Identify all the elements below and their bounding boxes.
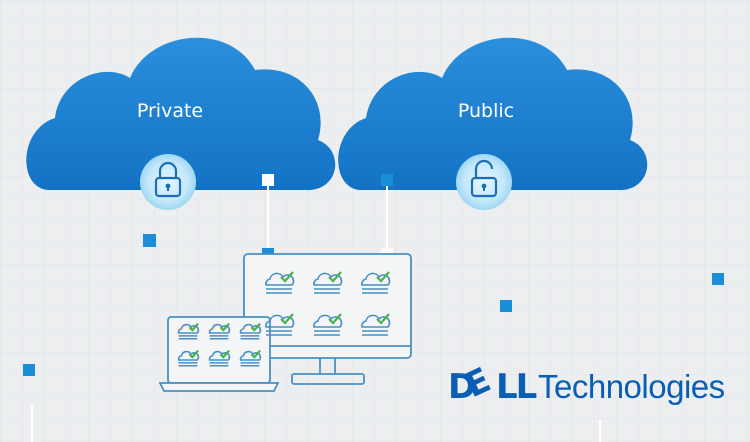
cloud-check-icon [239,349,262,367]
svg-text:Technologies: Technologies [538,368,725,405]
cloud-check-icon [177,349,200,367]
public-cloud-label: Public [457,100,515,122]
connection-lines [31,180,601,442]
dell-technologies-logo-mark: D E LL Technologies [448,364,725,407]
lock-closed-icon [140,154,196,210]
decorative-squares [23,234,724,376]
cloud-check-icon [239,322,262,340]
cloud-check-icon [313,271,343,294]
cloud-check-icon [265,313,295,336]
cloud-check-icon [208,322,231,340]
svg-text:LL: LL [496,367,537,407]
dell-technologies-logo: D E LL Technologies [448,364,748,408]
private-cloud-label: Private [136,100,204,122]
cloud-check-icon [361,271,391,294]
cloud-check-icon [208,349,231,367]
cloud-check-icon [361,313,391,336]
private-cloud [26,37,336,191]
public-cloud [338,37,648,191]
svg-text:D: D [448,367,475,407]
cloud-check-icon [265,271,295,294]
cloud-check-icon [177,322,200,340]
cloud-check-tiles [177,271,391,367]
lock-open-icon [456,154,512,210]
cloud-check-icon [313,313,343,336]
